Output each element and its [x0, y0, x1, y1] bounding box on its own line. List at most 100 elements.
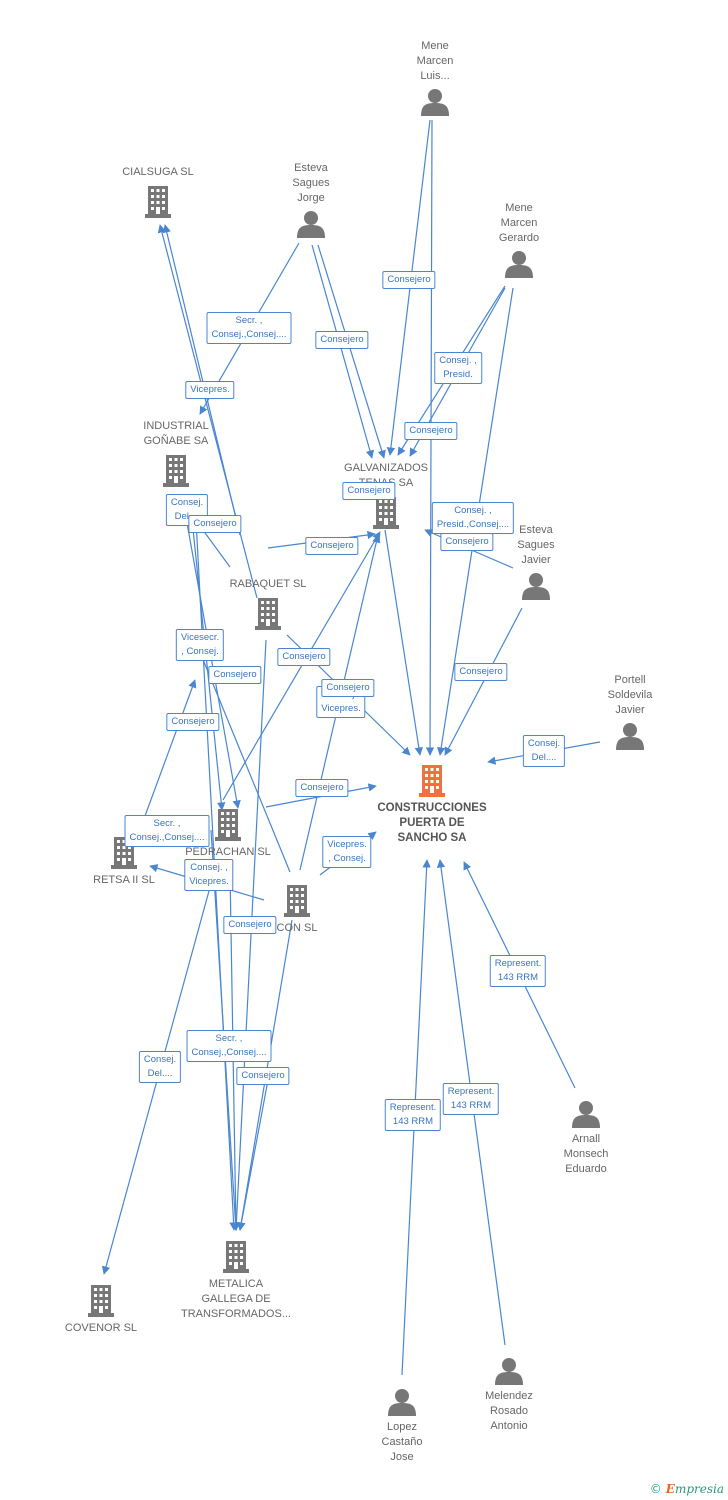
node-label-con[interactable]: CON SL — [232, 921, 362, 936]
edge-label[interactable]: Consejero — [342, 482, 396, 500]
edge-label[interactable]: Vicepres., Consej. — [322, 836, 372, 868]
edge-label[interactable]: Consejero — [295, 779, 349, 797]
edge-label-line: Consejero — [326, 682, 370, 693]
person-icon-lopez[interactable] — [388, 1389, 416, 1416]
edge-label-line: 143 RRM — [450, 1100, 492, 1111]
node-label-line: Esteva — [519, 524, 553, 536]
edge-label[interactable]: Represent.143 RRM — [384, 1099, 442, 1131]
edge-label-line: Consej. — [527, 738, 561, 749]
edge-label[interactable]: Consejero — [382, 271, 436, 289]
edge-label-line: Consej. — [143, 1054, 177, 1065]
edge-label-line: Consejero — [213, 669, 257, 680]
brand-name: mpresia — [674, 1482, 724, 1496]
edge-label[interactable]: Consejero — [277, 648, 331, 666]
edge-label-line: Del.... — [531, 752, 557, 763]
edge-label[interactable]: Consejero — [208, 666, 262, 684]
person-icon-mene_luis[interactable] — [421, 89, 449, 116]
node-label-line: RETSA II SL — [93, 874, 155, 886]
building-icon-pedrachan[interactable] — [215, 809, 241, 841]
node-label-line: METALICA — [208, 1278, 264, 1290]
node-label-line: Mene — [505, 202, 533, 214]
edge-label[interactable]: Consej. ,Vicepres. — [184, 859, 234, 891]
edge-label-line: Consejero — [320, 334, 364, 345]
edge-label-line: Consejero — [241, 1070, 285, 1081]
edge-label-line: Vicepres. — [327, 839, 367, 850]
node-label-line: Marcen — [416, 55, 454, 67]
edge-label[interactable]: Secr. ,Consej.,Consej.... — [124, 815, 210, 847]
building-icon-construcciones[interactable] — [419, 765, 445, 797]
node-label-line: Javier — [521, 554, 551, 566]
edge-label[interactable]: Consej. Del.... — [522, 735, 566, 767]
person-icon-mene_gerardo[interactable] — [505, 251, 533, 278]
building-icon-metalica[interactable] — [223, 1241, 249, 1273]
edge-line — [317, 244, 386, 459]
person-icon-portell[interactable] — [616, 723, 644, 750]
edge-label[interactable]: Consejero — [321, 679, 375, 697]
edge-label[interactable]: Consejero — [315, 331, 369, 349]
edge-label[interactable]: Consejero — [404, 422, 458, 440]
edge-label[interactable]: Consej.Del.... — [138, 1051, 182, 1083]
edge-label[interactable]: Represent.143 RRM — [489, 955, 547, 987]
building-icon-galvanizados[interactable] — [373, 497, 399, 529]
building-icon-covenor[interactable] — [88, 1285, 114, 1317]
node-label-rabaquet[interactable]: RABAQUET SL — [203, 577, 333, 592]
person-icon-arnall[interactable] — [572, 1101, 600, 1128]
node-label-pedrachan[interactable]: PEDRACHAN SL — [163, 845, 293, 860]
person-icon-melendez[interactable] — [495, 1358, 523, 1385]
edge-label-line: Consej.,Consej.... — [129, 832, 205, 843]
edge-label[interactable]: Consejero — [223, 916, 277, 934]
node-label-covenor[interactable]: COVENOR SL — [36, 1321, 166, 1336]
edge-label[interactable]: Secr. ,Consej.,Consej.... — [186, 1030, 272, 1062]
edge-label[interactable]: Vicepres. — [185, 381, 235, 399]
node-label-line: Jorge — [297, 192, 325, 204]
node-label-line: Sagues — [292, 177, 330, 189]
edge-label[interactable]: Consejero — [166, 713, 220, 731]
edge-label-line: Consejero — [409, 425, 453, 436]
edge-line — [162, 224, 241, 536]
edge-label[interactable]: Vicesecr., Consej. — [175, 629, 225, 661]
node-label-line: Monsech — [563, 1148, 609, 1160]
edge-label[interactable]: Consejero — [454, 663, 508, 681]
edge-label[interactable]: Consej.Del.... — [165, 494, 209, 526]
edge-label-line: Vicepres. — [189, 876, 229, 887]
node-label-line: Mene — [421, 40, 449, 52]
edge-label-line: Del.... — [174, 511, 200, 522]
node-label-line: COVENOR SL — [64, 1322, 138, 1334]
edge-label[interactable]: Consejero — [236, 1067, 290, 1085]
edge-label[interactable]: Represent. 143 RRM — [442, 1083, 500, 1115]
edge-label[interactable]: Consej. ,Presid. — [434, 352, 482, 384]
edge-label[interactable]: Consejero — [305, 537, 359, 555]
edge-label-line: Represent. — [447, 1086, 495, 1097]
edge-label-line: Secr. , — [235, 315, 263, 326]
person-icon-esteva_javier[interactable] — [522, 573, 550, 600]
building-icon-con[interactable] — [284, 885, 310, 917]
person-icon-esteva_jorge[interactable] — [297, 211, 325, 238]
edge-label[interactable]: Consej. ,Presid.,Consej.... — [431, 502, 515, 534]
node-label-line: Sagues — [517, 539, 555, 551]
building-icon-industrial[interactable] — [163, 455, 189, 487]
edge-label-line: Consej.,Consej.... — [211, 329, 287, 340]
edge-label[interactable]: Consejero — [188, 515, 242, 533]
node-label-cialsuga[interactable]: CIALSUGA SL — [93, 165, 223, 180]
edge-line — [232, 639, 267, 1231]
node-label-retsa[interactable]: RETSA II SL — [59, 873, 189, 888]
edge-label[interactable]: Secr. , Consej.,Consej.... — [206, 312, 292, 344]
edge-label-line: 143 RRM — [392, 1116, 434, 1127]
edge-line — [384, 529, 423, 756]
building-icon-cialsuga[interactable] — [145, 186, 171, 218]
building-icon-rabaquet[interactable] — [255, 598, 281, 630]
edge-label-line: Vicesecr. — [180, 632, 220, 643]
edge-label[interactable]: Consejero — [440, 533, 494, 551]
node-label-line: SANCHO SA — [397, 832, 467, 844]
